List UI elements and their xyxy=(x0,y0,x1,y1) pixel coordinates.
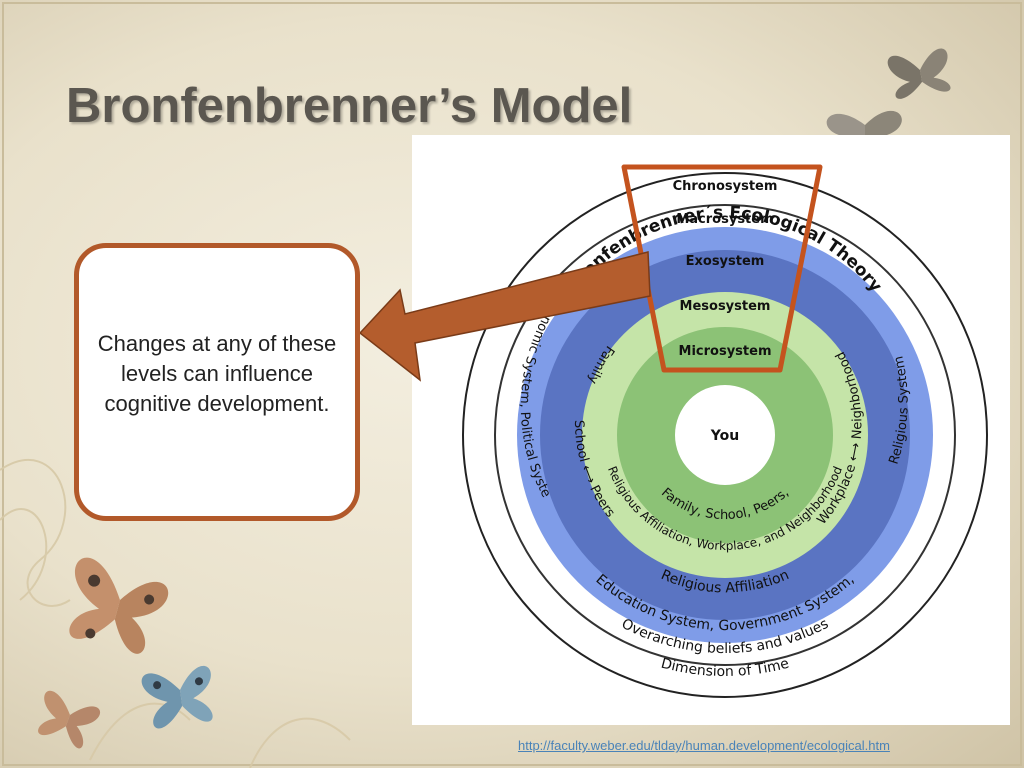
butterfly-icon xyxy=(38,691,101,749)
callout-box: Changes at any of these levels can influ… xyxy=(74,243,360,521)
swirl-decoration xyxy=(0,459,351,768)
source-link[interactable]: http://faculty.weber.edu/tlday/human.dev… xyxy=(518,738,890,753)
exosystem-label: Exosystem xyxy=(686,254,765,269)
butterfly-icon xyxy=(141,665,213,729)
mesosystem-label: Mesosystem xyxy=(680,299,771,314)
butterfly-icon xyxy=(69,557,169,654)
center-label: You xyxy=(710,428,739,444)
highlight-trapezoid xyxy=(621,164,823,373)
center-circle xyxy=(675,385,775,485)
callout-text: Changes at any of these levels can influ… xyxy=(97,331,337,416)
chronosystem-label: Chronosystem xyxy=(673,179,778,194)
butterfly-icon xyxy=(887,48,951,99)
microsystem-label: Microsystem xyxy=(679,344,772,359)
slide-title: Bronfenbrenner’s Model xyxy=(66,79,633,133)
macrosystem-label: Macrosystem xyxy=(676,212,773,227)
